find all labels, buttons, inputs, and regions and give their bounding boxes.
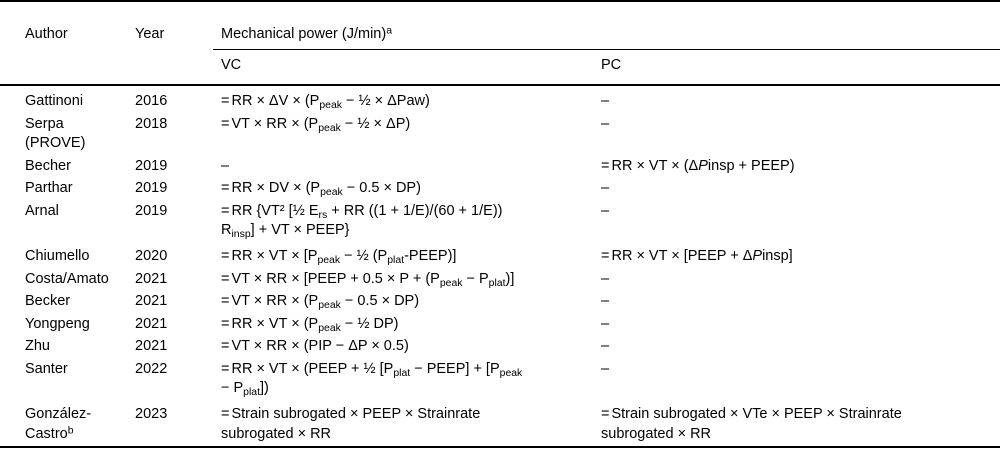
table-row: Becker 2021 =VT × RR × (Ppeak − 0.5 × DP… [0,291,1000,314]
cell-vc: =RR × VT × (PEEP + ½ [Pplat − PEEP] + [P… [221,360,523,398]
cell-pc: =Strain subrogated × VTe × PEEP × Strain… [601,406,902,442]
cell-vc: =VT × RR × (Ppeak − 0.5 × DP) [221,293,420,311]
header-row-primary: Author Year Mechanical power (J/min)a [0,15,1000,50]
table-row: Zhu 2021 =VT × RR × (PIP − ΔP × 0.5) – [0,336,1000,359]
cell-author: Zhu [25,338,50,354]
cell-author: González-Castrob [25,406,92,442]
table-row: Parthar 2019 =RR × DV × (Ppeak − 0.5 × D… [0,178,1000,201]
table-row: Costa/Amato 2021 =VT × RR × [PEEP + 0.5 … [0,268,1000,291]
header-pc: PC [593,49,1000,86]
cell-year: 2019 [135,157,168,174]
cell-year: 2016 [135,93,168,109]
cell-pc: – [601,338,610,354]
cell-vc: =VT × RR × [PEEP + 0.5 × P + (Ppeak − Pp… [221,270,515,289]
cell-pc: – [601,270,610,287]
cell-author: Gattinoni [25,93,84,109]
cell-author: Costa/Amato [25,270,109,287]
table-row: Serpa(PROVE) 2018 =VT × RR × (Ppeak − ½ … [0,113,1000,155]
cell-vc: =VT × RR × (Ppeak − ½ × ΔP) [221,115,411,134]
table-row: Becher 2019 – =RR × VT × (ΔPinsp + PEEP) [0,155,1000,178]
table-row: Arnal 2019 =RR {VT² [½ Ers + RR ((1 + 1/… [0,200,1000,242]
cell-pc: – [601,115,610,132]
cell-vc: – [221,157,230,174]
table-row: Chiumello 2020 =RR × VT × [Ppeak − ½ (Pp… [0,242,1000,268]
table-row: Yongpeng 2021 =RR × VT × (Ppeak − ½ DP) … [0,313,1000,336]
cell-pc: – [601,315,610,332]
cell-vc: =RR × DV × (Ppeak − 0.5 × DP) [221,180,421,198]
cell-vc: =RR × VT × (Ppeak − ½ DP) [221,315,399,334]
header-row-secondary: VC PC [0,49,1000,86]
cell-pc: – [601,180,610,196]
cell-year: 2019 [135,202,168,219]
cell-pc: – [601,293,610,309]
cell-author: Parthar [25,180,73,196]
cell-year: 2018 [135,115,168,132]
cell-pc: =RR × VT × [PEEP + ΔPinsp] [601,248,793,264]
cell-year: 2023 [135,406,168,422]
header-mechanical-power-label: Mechanical power (J/min) [221,26,387,42]
cell-vc: =VT × RR × (PIP − ΔP × 0.5) [221,338,409,354]
header-mechanical-power-footnote: a [386,25,393,37]
cell-pc: =RR × VT × (ΔPinsp + PEEP) [601,157,795,174]
cell-year: 2021 [135,293,168,309]
cell-year: 2021 [135,270,168,287]
table-bottom-rule [0,444,1000,448]
header-mechanical-power: Mechanical power (J/min)a [213,15,1000,50]
cell-author: Yongpeng [25,315,90,332]
cell-pc: – [601,202,610,219]
cell-author: Chiumello [25,248,90,264]
cell-year: 2022 [135,360,168,377]
header-spacer-year [135,49,213,86]
cell-vc: =RR {VT² [½ Ers + RR ((1 + 1/E)/(60 + 1/… [221,202,503,240]
header-vc: VC [213,49,593,86]
cell-year: 2021 [135,315,168,332]
table-row: Santer 2022 =RR × VT × (PEEP + ½ [Pplat … [0,358,1000,400]
table-header: Author Year Mechanical power (J/min)a VC… [0,0,1000,86]
mechanical-power-table: Author Year Mechanical power (J/min)a VC… [0,0,1000,448]
table-row: Gattinoni 2016 =RR × ΔV × (Ppeak − ½ × Δ… [0,85,1000,113]
cell-author: Becker [25,293,71,309]
header-year: Year [135,26,165,42]
cell-year: 2021 [135,338,168,354]
cell-author: Arnal [25,202,59,219]
table-top-rule [0,0,1000,15]
cell-year: 2020 [135,248,168,264]
cell-pc: – [601,360,610,377]
header-author: Author [25,26,68,42]
table-row: González-Castrob 2023 =Strain subrogated… [0,400,1000,446]
cell-vc: =RR × VT × [Ppeak − ½ (Pplat-PEEP)] [221,248,457,266]
cell-year: 2019 [135,180,168,196]
table-body: Gattinoni 2016 =RR × ΔV × (Ppeak − ½ × Δ… [0,85,1000,448]
cell-author: Becher [25,157,71,174]
cell-vc: =RR × ΔV × (Ppeak − ½ × ΔPaw) [221,93,430,111]
cell-pc: – [601,93,610,109]
header-spacer-author [0,49,135,86]
cell-author: Serpa(PROVE) [25,115,86,152]
cell-author: Santer [25,360,68,377]
